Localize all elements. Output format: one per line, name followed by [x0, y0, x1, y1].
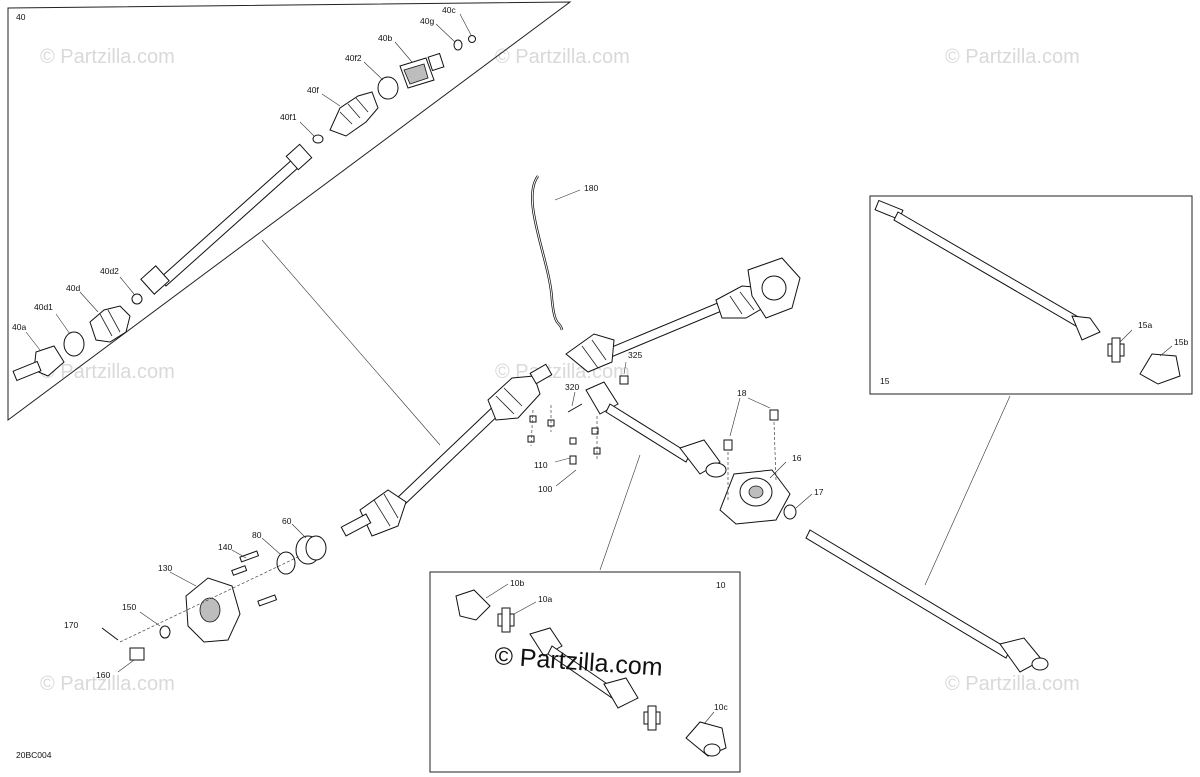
callout-110: 110 [534, 460, 548, 470]
callout-320: 320 [565, 382, 579, 392]
cotter-pin-170 [101, 627, 119, 641]
cross-10a [497, 607, 515, 633]
clamp-40d2 [131, 293, 143, 305]
yoke-15b [1139, 353, 1181, 385]
watermark: © Partzilla.com [40, 46, 175, 68]
callout-40f1: 40f1 [280, 112, 297, 122]
washer-150 [159, 625, 171, 639]
callout-40d1: 40d1 [34, 302, 53, 312]
cross-15a [1107, 337, 1125, 363]
callout-10: 10 [716, 580, 726, 590]
bolt-320 [567, 403, 583, 413]
callout-40d2: 40d2 [100, 266, 119, 276]
callout-40g: 40g [420, 16, 434, 26]
rear-half-shaft [340, 363, 553, 537]
watermark: © Partzilla.com [40, 361, 175, 383]
callout-170: 170 [64, 620, 78, 630]
clamp-40f1 [312, 134, 324, 144]
callout-150: 150 [122, 602, 136, 612]
inset-15: 15 15a 15b [869, 195, 1193, 395]
ring-17 [783, 504, 797, 520]
clamp-40f2 [377, 76, 399, 100]
ring-40g [453, 39, 463, 51]
circlip-80 [276, 551, 296, 575]
outer-boot [359, 489, 407, 537]
bolt-140 [231, 550, 278, 607]
callout-10b: 10b [510, 578, 524, 588]
callout-17: 17 [814, 487, 824, 497]
boot-40d [89, 305, 131, 343]
nut-160 [129, 647, 145, 661]
snap-ring-40c [468, 35, 476, 43]
callout-40d: 40d [66, 283, 80, 293]
yoke-10b [455, 589, 491, 621]
callout-18: 18 [737, 388, 747, 398]
callout-325: 325 [628, 350, 642, 360]
inset-40-border [7, 1, 572, 421]
callout-40b: 40b [378, 33, 392, 43]
inset-10: 10 10b 10a 10c © Partzilla.com [429, 571, 741, 773]
callout-15a: 15a [1138, 320, 1152, 330]
callout-160: 160 [96, 670, 110, 680]
outer-cv-joint-40b [399, 52, 445, 89]
callout-15: 15 [880, 376, 890, 386]
propeller-shaft-10 [585, 381, 727, 478]
nut-325 [619, 375, 629, 385]
drive-shaft-15-main [805, 529, 1049, 673]
wheel-hub-130 [185, 577, 241, 643]
yoke-10c [685, 721, 727, 757]
drive-shaft-15 [874, 199, 1101, 341]
watermark: © Partzilla.com [945, 673, 1080, 695]
center-bearing-16 [719, 469, 791, 525]
bolt-18 [723, 439, 733, 451]
callout-10a: 10a [538, 594, 552, 604]
callout-180: 180 [584, 183, 598, 193]
callout-40c: 40c [442, 5, 456, 15]
callout-140: 140 [218, 542, 232, 552]
boot-40f [329, 91, 379, 137]
inset-40: 40 40c 40g 40b 40f2 40f 40f1 [7, 1, 572, 446]
diagram-code: 20BC004 [16, 750, 52, 760]
inner-cv-joint-40a [12, 345, 65, 382]
callout-60: 60 [282, 516, 292, 526]
callout-40: 40 [16, 12, 26, 22]
shaft-10 [529, 627, 639, 709]
front-shaft-upper [565, 257, 801, 373]
callout-40a: 40a [12, 322, 26, 332]
bearing-60 [295, 535, 327, 565]
clamp-40d1 [63, 331, 85, 357]
watermark: © Partzilla.com [495, 46, 630, 68]
watermark: © Partzilla.com [40, 673, 175, 695]
callout-10c: 10c [714, 702, 728, 712]
callout-15b: 15b [1174, 337, 1188, 347]
callout-130: 130 [158, 563, 172, 573]
callout-100: 100 [538, 484, 552, 494]
bolt-18 [769, 409, 779, 421]
callout-16: 16 [792, 453, 802, 463]
watermark: © Partzilla.com [945, 46, 1080, 68]
fastener-set [527, 405, 601, 465]
callout-40f2: 40f2 [345, 53, 362, 63]
half-shaft-40 [140, 143, 313, 295]
callout-40f: 40f [307, 85, 319, 95]
callout-80: 80 [252, 530, 262, 540]
cross-10a-lower [643, 705, 661, 731]
